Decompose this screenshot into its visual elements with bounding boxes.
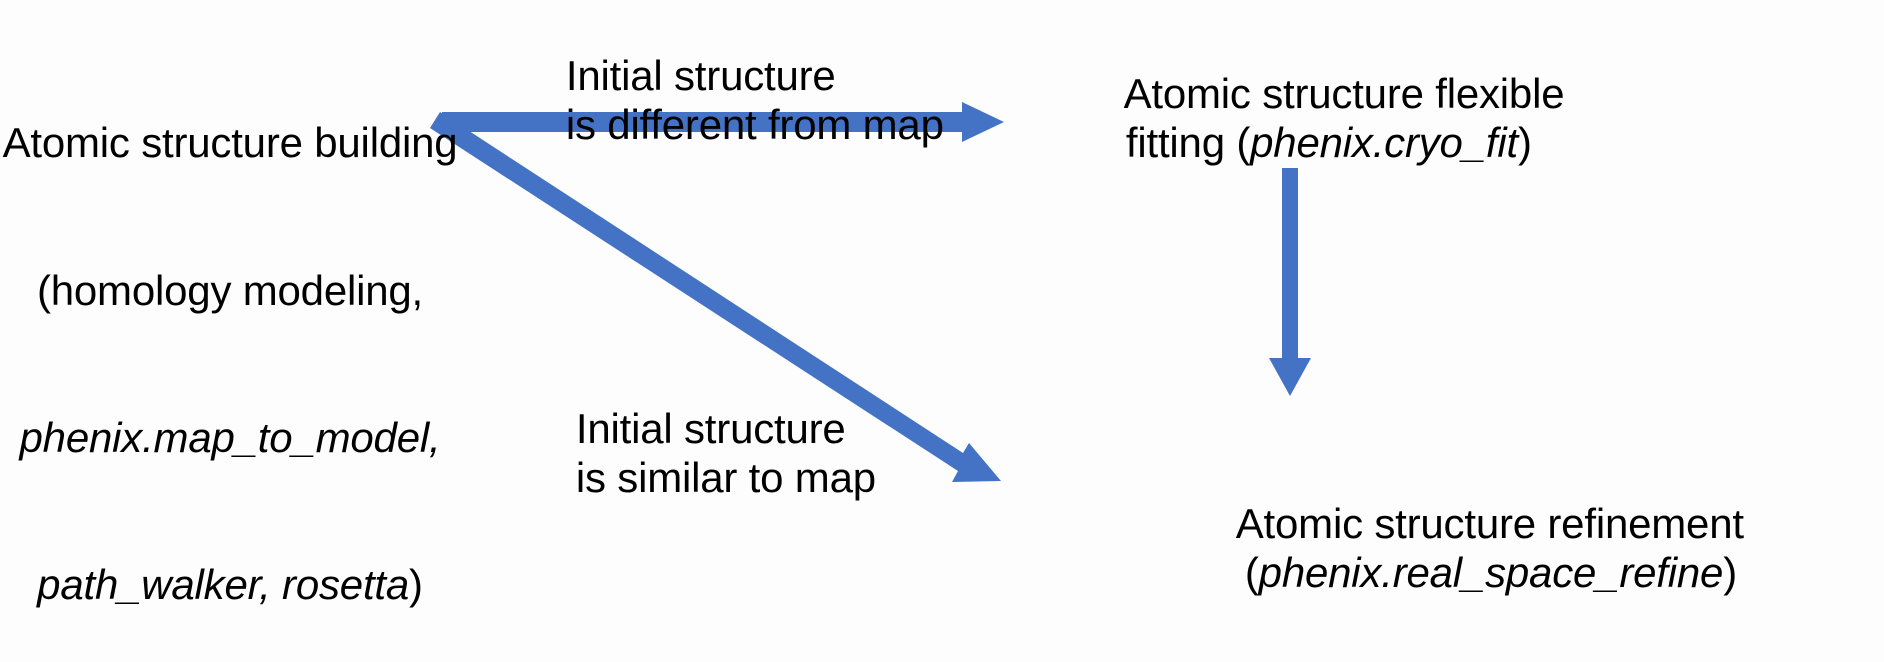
- node-atomic-structure-building: Atomic structure building (homology mode…: [0, 20, 460, 662]
- node-atomic-structure-flexible-fitting: Atomic structure flexible fitting (pheni…: [1080, 20, 1880, 217]
- label-different-line-2: is different from map: [565, 101, 944, 149]
- arrow-building-to-refinement: [430, 112, 1001, 482]
- node-building-line-2: (homology modeling,: [36, 266, 424, 314]
- node-fitting-line-2-head: fitting (: [1125, 119, 1251, 167]
- node-refinement-line-2: (phenix.real_space_refine): [1245, 549, 1737, 596]
- node-building-line-1: Atomic structure building: [2, 119, 458, 167]
- node-fitting-line-2-italic: phenix.cryo_fit: [1250, 119, 1518, 167]
- node-fitting-line-2-tail: ): [1517, 119, 1532, 167]
- node-refinement-line-2-italic: phenix.real_space_refine: [1258, 549, 1724, 597]
- arrow-fitting-to-refinement: [1269, 168, 1311, 396]
- node-building-line-4-italic: path_walker, rosetta: [37, 561, 410, 609]
- label-different-line-1: Initial structure: [565, 52, 836, 100]
- node-refinement-line-2-head: (: [1244, 549, 1259, 597]
- node-atomic-structure-refinement: Atomic structure refinement (phenix.real…: [1052, 450, 1884, 647]
- edge-label-initial-structure-similar: Initial structure is similar to map: [530, 355, 960, 552]
- node-building-line-4: path_walker, rosetta): [0, 560, 460, 609]
- node-refinement-line-1: Atomic structure refinement: [1235, 500, 1744, 548]
- label-similar-line-1: Initial structure: [575, 405, 846, 453]
- label-similar-line-2: is similar to map: [575, 454, 876, 502]
- node-building-line-3: phenix.map_to_model,: [19, 414, 441, 461]
- node-fitting-line-1: Atomic structure flexible: [1123, 70, 1565, 118]
- node-fitting-line-2: fitting (phenix.cryo_fit): [1126, 119, 1532, 166]
- arrow-building-to-fitting: [442, 102, 1004, 142]
- edge-label-initial-structure-different: Initial structure is different from map: [520, 2, 950, 199]
- node-refinement-line-2-tail: ): [1723, 549, 1737, 597]
- node-building-line-4-tail: ): [409, 561, 423, 609]
